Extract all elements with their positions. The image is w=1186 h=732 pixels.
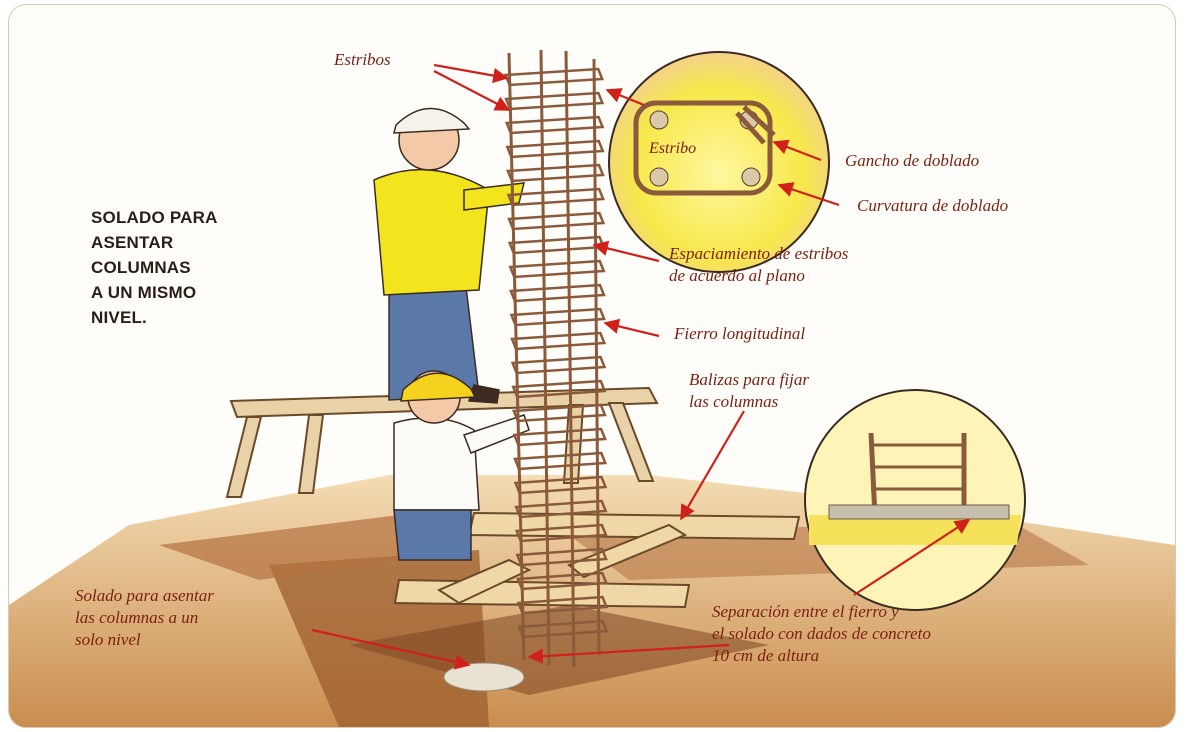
label-balizas: Balizas para fijar las columnas	[689, 369, 809, 413]
heading-line: NIVEL.	[91, 308, 147, 327]
stirrup-ring	[511, 403, 607, 423]
stirrup-ring	[513, 451, 608, 471]
stirrup-ring	[516, 571, 609, 591]
heading: SOLADO PARA ASENTAR COLUMNAS A UN MISMO …	[91, 205, 218, 330]
heading-line: A UN MISMO	[91, 283, 197, 302]
label-gancho: Gancho de doblado	[845, 151, 980, 170]
arrow-curvatura	[777, 182, 840, 207]
stirrup-ring	[515, 547, 608, 567]
stirrup-ring	[507, 211, 606, 231]
stirrup-ring	[509, 283, 606, 303]
stirrup-detail-circle	[608, 51, 830, 273]
stirrup-ring	[517, 619, 609, 639]
stirrup-ring	[514, 523, 608, 543]
label-separacion: Separación entre el fierro y el solado c…	[712, 601, 931, 667]
heading-line: ASENTAR	[91, 233, 174, 252]
stirrup-ring	[504, 115, 605, 135]
heading-line: COLUMNAS	[91, 258, 191, 277]
label-fierro-longitudinal: Fierro longitudinal	[674, 324, 806, 343]
arrow-estribos-2	[433, 70, 511, 111]
stirrup-ring	[504, 91, 605, 111]
stirrup-ring	[512, 427, 607, 447]
stirrup-ring	[510, 355, 607, 375]
label-solado: Solado para asentar las columnas a un so…	[75, 585, 214, 651]
label-estribo-detail: Estribo	[649, 140, 697, 157]
label-line: el solado con dados de concreto	[712, 624, 931, 643]
stirrup-ring	[508, 259, 606, 279]
arrow-gancho	[772, 139, 822, 162]
arrow-estribos-1	[433, 63, 509, 84]
label-line: de acuerdo al plano	[669, 266, 805, 285]
arrow-separacion-2	[853, 519, 971, 596]
stirrup-ring	[506, 187, 605, 207]
stirrup-ring	[509, 307, 606, 327]
arrow-separacion-1	[527, 643, 730, 664]
footing-detail-circle	[804, 389, 1026, 611]
label-line: las columnas a un	[75, 608, 199, 627]
worker-on-ground	[393, 370, 530, 561]
arrow-estribos-3	[605, 88, 645, 107]
label-line: Espaciamiento de estribos	[669, 244, 849, 263]
rebar-column	[503, 49, 609, 668]
label-line: las columnas	[689, 392, 779, 411]
label-line: solo nivel	[75, 630, 141, 649]
stirrup-ring	[510, 331, 607, 351]
label-estribos: Estribos	[334, 50, 391, 69]
illustration-frame: SOLADO PARA ASENTAR COLUMNAS A UN MISMO …	[8, 4, 1176, 728]
heading-line: SOLADO PARA	[91, 208, 218, 227]
label-espaciamiento: Espaciamiento de estribos de acuerdo al …	[669, 243, 848, 287]
stirrup-ring	[507, 235, 606, 255]
arrow-fierro	[603, 318, 660, 338]
arrow-espaciamiento	[592, 240, 660, 263]
column-rebar-illustration	[9, 49, 1175, 727]
label-line: Balizas para fijar	[689, 370, 809, 389]
stirrup-ring	[513, 475, 608, 495]
worker-on-platform	[373, 107, 525, 404]
callout-arrows	[311, 63, 971, 670]
stirrup-ring	[506, 163, 605, 183]
label-curvatura: Curvatura de doblado	[857, 196, 1009, 215]
stirrup-ring	[503, 67, 604, 87]
stirrup-ring	[516, 595, 609, 615]
label-line: 10 cm de altura	[712, 646, 820, 665]
stirrup-ring	[514, 499, 608, 519]
arrow-balizas	[680, 410, 745, 521]
stirrup-ring	[511, 379, 607, 399]
arrow-solado	[311, 628, 471, 670]
label-line: Solado para asentar	[75, 586, 214, 605]
stirrup-ring	[505, 139, 605, 159]
label-line: Separación entre el fierro y	[712, 602, 899, 621]
